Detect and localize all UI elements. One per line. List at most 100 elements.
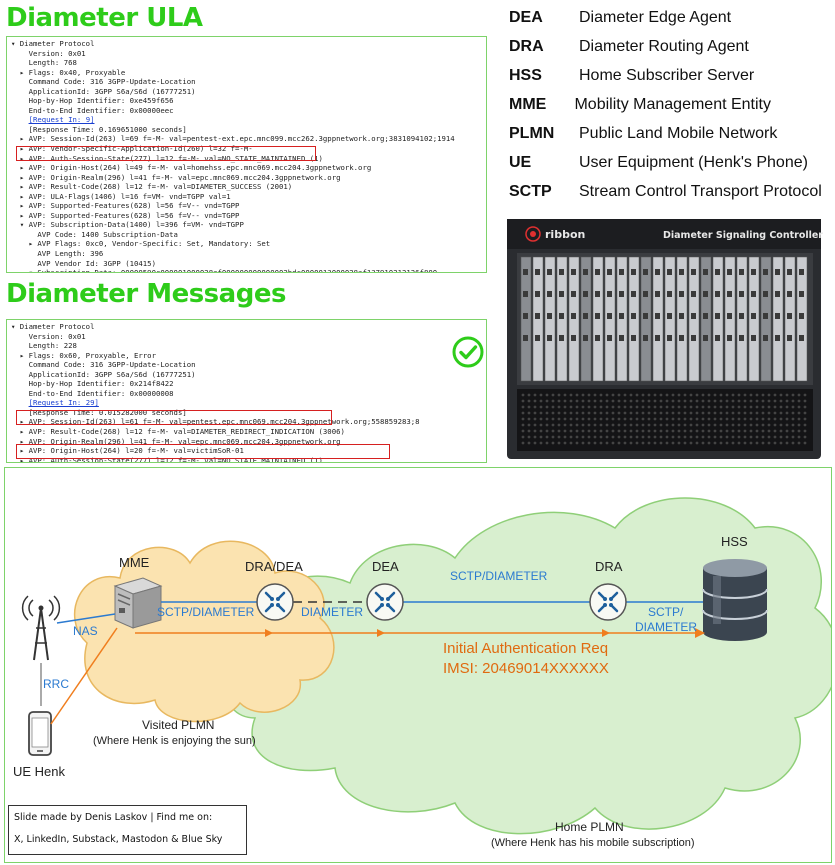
- glossary-row: DEA Diameter Edge Agent: [503, 6, 731, 30]
- trace-line: ▸ AVP: ULA-Flags(1406) l=16 f=VM- vnd=TG…: [11, 191, 231, 201]
- trace-line: ▸ Flags: 0x60, Proxyable, Error: [11, 350, 156, 360]
- router-icon: [589, 583, 627, 621]
- trace-line: ▾ AVP: Subscription-Data(1400) l=396 f=V…: [11, 220, 244, 230]
- credit-box: Slide made by Denis Laskov | Find me on:…: [8, 805, 247, 855]
- glossary-abbr: UE: [509, 154, 532, 171]
- trace-line: ▸ AVP: Result-Code(268) l=12 f=-M- val=D…: [11, 427, 345, 437]
- trace-line: [Request In: 9]: [11, 115, 486, 125]
- sctp-hss-label-1: SCTP/: [648, 605, 684, 619]
- glossary-row: SCTP Stream Control Transport Protocol: [503, 180, 822, 204]
- home-plmn-cloud: [222, 497, 831, 835]
- trace-line: ApplicationId: 3GPP S6a/S6d (16777251): [11, 86, 196, 96]
- trace-line: Length: 768: [11, 58, 77, 68]
- glossary-abbr: HSS: [509, 67, 542, 84]
- trace-line: Length: 228: [11, 341, 77, 351]
- glossary-abbr: MME: [509, 96, 547, 113]
- trace-line: ▸ Flags: 0x40, Proxyable: [11, 67, 126, 77]
- trace-line: Version: 0x01: [11, 48, 86, 58]
- glossary-definition: Diameter Edge Agent: [579, 9, 732, 26]
- network-diagram-canvas: [21, 497, 831, 835]
- auth-request-label: Initial Authentication Req: [443, 640, 609, 657]
- auth-request-arrow: [50, 627, 118, 725]
- glossary-abbr: SCTP: [509, 183, 552, 200]
- credit-line-1: Slide made by Denis Laskov | Find me on:: [14, 812, 213, 823]
- glossary-row: UE User Equipment (Henk's Phone): [503, 151, 808, 175]
- nas-label: NAS: [73, 624, 98, 638]
- redirect-result-code-highlight: [16, 410, 332, 425]
- mme-label: MME: [119, 555, 150, 570]
- messages-title: Diameter Messages: [6, 279, 286, 309]
- trace-line: ▸ AVP: Origin-Host(264) l=49 f=-M- val=h…: [11, 163, 372, 173]
- server-icon: [113, 577, 163, 629]
- home-plmn-title: Home PLMN: [555, 820, 624, 834]
- glossary-definition: User Equipment (Henk's Phone): [579, 154, 808, 171]
- dra-dea-label: DRA/DEA: [245, 559, 303, 574]
- router-icon: [366, 583, 404, 621]
- glossary-row: DRA Diameter Routing Agent: [503, 35, 749, 59]
- trace-line: ▸ AVP: Origin-Host(264) l=20 f=-M- val=v…: [11, 446, 244, 456]
- diameter-label: DIAMETER: [301, 605, 364, 619]
- trace-line: ▸ AVP Flags: 0xc0, Vendor-Specific: Set,…: [11, 239, 271, 249]
- glossary-definition: Mobility Management Entity: [574, 96, 771, 113]
- trace-line: AVP Vendor Id: 3GPP (10415): [11, 258, 156, 268]
- glossary-abbr: DRA: [509, 38, 544, 55]
- trace-line: ▸ AVP: Vendor-Specific-Application-Id(26…: [11, 144, 253, 154]
- request-in-link[interactable]: [Request In: 9]: [28, 115, 95, 125]
- trace-line: AVP Length: 396: [11, 249, 104, 259]
- glossary-row: HSS Home Subscriber Server: [503, 64, 754, 88]
- dea-label: DEA: [372, 559, 399, 574]
- glossary-row: MME Mobility Management Entity: [503, 93, 771, 117]
- visited-plmn-subtitle: (Where Henk is enjoying the sun): [93, 735, 256, 747]
- dra-label: DRA: [595, 559, 623, 574]
- trace-line: [Request In: 29]: [11, 398, 486, 408]
- glossary-row: PLMN Public Land Mobile Network: [503, 122, 777, 146]
- trace-line: Command Code: 316 3GPP-Update-Location: [11, 77, 196, 87]
- ula-packet-lines: ▾ Diameter Protocol Version: 0x01 Length…: [7, 37, 486, 273]
- cell-tower-icon: [21, 595, 61, 661]
- trace-line: ▸ AVP: Supported-Features(628) l=56 f=V-…: [11, 201, 240, 211]
- request-in-link[interactable]: [Request In: 29]: [28, 398, 99, 408]
- device-brand: ribbon: [545, 228, 585, 241]
- trace-line: [Response Time: 0.169651000 seconds]: [11, 124, 187, 134]
- glossary-definition: Diameter Routing Agent: [579, 38, 749, 55]
- glossary-abbr: PLMN: [509, 125, 555, 142]
- phone-icon: [28, 711, 52, 756]
- visited-plmn-title: Visited PLMN: [142, 718, 215, 732]
- rrc-label: RRC: [43, 677, 69, 691]
- trace-line: ▸ AVP: Origin-Realm(296) l=41 f=-M- val=…: [11, 172, 341, 182]
- ula-title: Diameter ULA: [6, 3, 203, 33]
- trace-line: Version: 0x01: [11, 331, 86, 341]
- glossary-definition: Public Land Mobile Network: [579, 125, 778, 142]
- sctp-diameter-label-2: SCTP/DIAMETER: [450, 569, 548, 583]
- trace-line: Hop-by-Hop Identifier: 0xe459f656: [11, 96, 174, 106]
- ula-result-code-highlight: [16, 146, 316, 161]
- trace-line: ▸ AVP: Auth-Session-State(277) l=12 f=-M…: [11, 153, 323, 163]
- ue-label: UE Henk: [13, 764, 66, 779]
- home-plmn-subtitle: (Where Henk has his mobile subscription): [491, 837, 695, 849]
- router-icon: [256, 583, 294, 621]
- sctp-hss-label-2: DIAMETER: [635, 620, 698, 634]
- ula-packet-panel: ▾ Diameter Protocol Version: 0x01 Length…: [6, 36, 487, 273]
- trace-line: ▾ Diameter Protocol: [11, 322, 95, 331]
- trace-line: AVP Code: 1400 Subscription-Data: [11, 229, 178, 239]
- glossary-abbr: DEA: [509, 9, 543, 26]
- database-icon: [702, 559, 768, 641]
- trace-line: Command Code: 316 3GPP-Update-Location: [11, 360, 196, 370]
- network-diagram: MME DRA/DEA DEA DRA HSS UE Henk NAS RRC …: [4, 467, 832, 863]
- device-cards: [520, 256, 808, 382]
- messages-packet-lines: ▾ Diameter Protocol Version: 0x01 Length…: [7, 320, 486, 462]
- device-product: Diameter Signaling Controller: [663, 230, 823, 241]
- glossary-definition: Home Subscriber Server: [579, 67, 755, 84]
- messages-packet-panel: ▾ Diameter Protocol Version: 0x01 Length…: [6, 319, 487, 463]
- trace-line: ▸ AVP: Supported-Features(628) l=56 f=V-…: [11, 210, 240, 220]
- credit-line-2: X, LinkedIn, Substack, Mastodon & Blue S…: [14, 834, 223, 845]
- trace-line: ▾ Subscription-Data: 00000590c0000010000…: [11, 268, 446, 273]
- device-vents: [521, 393, 807, 445]
- glossary-definition: Stream Control Transport Protocol: [579, 183, 822, 200]
- trace-line: ApplicationId: 3GPP S6a/S6d (16777251): [11, 369, 196, 379]
- trace-line: End-to-End Identifier: 0x00000008: [11, 388, 174, 398]
- trace-line: ▸ AVP: Session-Id(263) l=61 f=-M- val=pe…: [11, 417, 420, 427]
- trace-line: Hop-by-Hop Identifier: 0x214f8422: [11, 379, 174, 389]
- sctp-diameter-label-1: SCTP/DIAMETER: [157, 605, 255, 619]
- trace-line: ▸ AVP: Origin-Realm(296) l=41 f=-M- val=…: [11, 436, 341, 446]
